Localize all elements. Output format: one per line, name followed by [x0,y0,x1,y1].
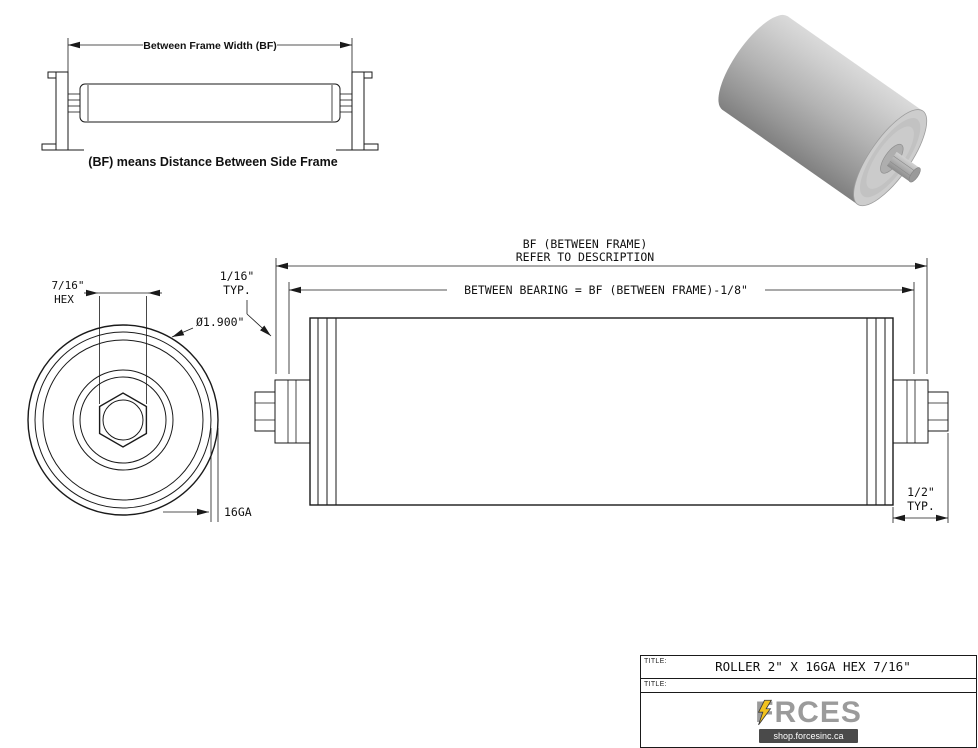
diameter-callout: Ø1.900" [171,315,244,338]
bf-caption: (BF) means Distance Between Side Frame [88,155,337,169]
end-gap-size-label: 1/16" [220,269,255,283]
front-view: 7/16" HEX Ø1.900" 16GA [27,279,252,522]
roller-tube [309,317,894,506]
diameter-label: Ø1.900" [196,315,244,329]
website-link[interactable]: shop.forcesinc.ca [759,729,858,743]
front-view-od-circle [27,324,219,516]
technical-drawing: 7/16" HEX Ø1.900" 16GA [27,237,949,523]
gauge-dimension: 16GA [163,428,252,522]
between-bearing-dimension: BETWEEN BEARING = BF (BETWEEN FRAME)-1/8… [288,282,915,374]
bf-reference-diagram: Between Frame Width (BF) (BF) means Dist… [41,38,379,169]
lightning-bolt-icon [758,699,773,726]
side-view: BF (BETWEEN FRAME) REFER TO DESCRIPTION … [220,237,949,523]
roller-3d-body [718,14,928,207]
drawing-title: ROLLER 2" X 16GA HEX 7/16" [715,659,911,674]
roller-schematic [67,83,353,123]
bf-width-label: Between Frame Width (BF) [143,40,277,52]
hex-bore [98,392,148,448]
right-shaft-assembly [892,379,949,444]
roller-3d-view [718,14,928,207]
title-block: TITLE: ROLLER 2" X 16GA HEX 7/16" TITLE:… [640,655,977,748]
logo-suffix: RCES [774,696,862,729]
shaft-ext-size-label: 1/2" [907,485,935,499]
logo-area: F RCES shop.forcesinc.ca [641,693,976,748]
title-field-label: TITLE: [644,658,667,665]
subtitle-row: TITLE: [641,679,976,693]
hex-dimension: 7/16" HEX [51,279,162,404]
forces-logo: F RCES [755,698,862,728]
bf-dimension: BF (BETWEEN FRAME) REFER TO DESCRIPTION [275,237,928,374]
bf-label-line1: BF (BETWEEN FRAME) [523,237,648,251]
end-gap-callout: 1/16" TYP. [220,269,272,337]
hex-size-label: 7/16" [51,279,84,292]
bf-dimension: Between Frame Width (BF) [67,38,353,76]
shaft-extension-dimension: 1/2" TYP. [892,433,949,523]
gauge-label: 16GA [224,505,252,519]
side-frame-left [41,71,84,151]
hex-word-label: HEX [54,293,74,306]
shaft-ext-typ-label: TYP. [907,499,935,513]
side-frame-right [336,71,379,151]
end-gap-typ-label: TYP. [223,283,251,297]
bf-label-line2: REFER TO DESCRIPTION [516,250,655,264]
title-row: TITLE: ROLLER 2" X 16GA HEX 7/16" [641,656,976,679]
roller-3d-shaft [886,151,921,183]
front-view-id-circle [34,331,212,509]
between-bearing-label: BETWEEN BEARING = BF (BETWEEN FRAME)-1/8… [464,283,748,297]
subtitle-field-label: TITLE: [644,681,667,688]
left-shaft-assembly [254,379,311,444]
